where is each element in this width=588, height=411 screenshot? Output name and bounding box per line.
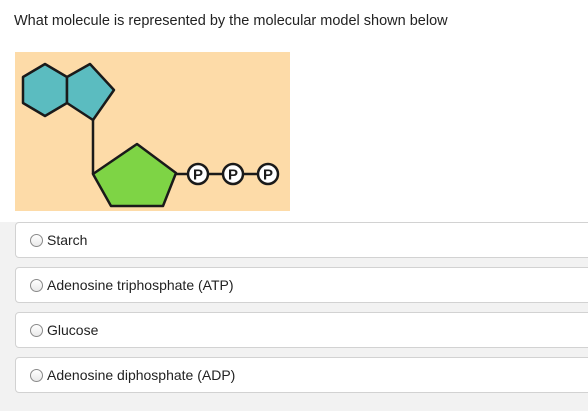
phosphate-group-3: P [256, 162, 280, 186]
answer-option-atp[interactable]: Adenosine triphosphate (ATP) [15, 267, 588, 303]
answer-option-label[interactable]: Adenosine diphosphate (ADP) [47, 367, 236, 383]
purine-pentagon-ring [65, 62, 116, 122]
molecular-model-svg: P P P [15, 52, 290, 211]
phosphate-label-1: P [193, 167, 203, 184]
ribose-sugar-pentagon [91, 142, 178, 208]
answer-option-adp[interactable]: Adenosine diphosphate (ADP) [15, 357, 588, 393]
radio-button[interactable] [30, 369, 43, 382]
answer-option-label[interactable]: Adenosine triphosphate (ATP) [47, 277, 234, 293]
answer-option-starch[interactable]: Starch [15, 222, 588, 258]
question-text: What molecule is represented by the mole… [14, 13, 448, 29]
question-panel: What molecule is represented by the mole… [0, 0, 588, 222]
radio-button[interactable] [30, 324, 43, 337]
answer-option-label[interactable]: Glucose [47, 322, 99, 338]
phosphate-group-1: P [186, 162, 210, 186]
purine-hexagon-ring [21, 62, 69, 118]
molecular-model-figure: P P P [15, 52, 290, 211]
answer-option-label[interactable]: Starch [47, 232, 88, 248]
phosphate-label-3: P [263, 167, 273, 184]
answer-option-glucose[interactable]: Glucose [15, 312, 588, 348]
radio-button[interactable] [30, 234, 43, 247]
phosphate-label-2: P [228, 167, 238, 184]
radio-button[interactable] [30, 279, 43, 292]
phosphate-group-2: P [221, 162, 245, 186]
